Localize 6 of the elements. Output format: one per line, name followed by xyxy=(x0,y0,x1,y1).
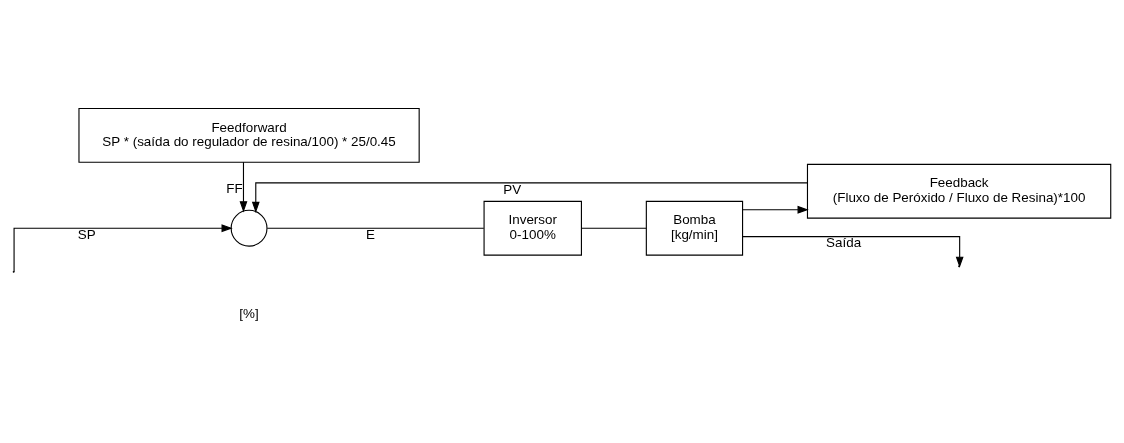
edge-label: FF xyxy=(226,180,243,196)
edge-label: Saída xyxy=(826,235,862,251)
edge-label: PV xyxy=(503,181,522,197)
label: [%] xyxy=(239,305,259,321)
edge-label: E xyxy=(366,226,375,242)
edge-label: SP xyxy=(77,226,96,242)
